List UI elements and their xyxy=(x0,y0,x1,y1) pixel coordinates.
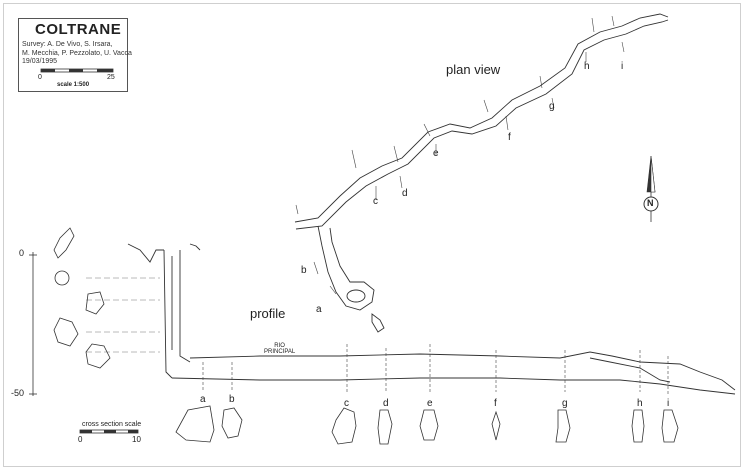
plan-section-h: h xyxy=(584,61,590,72)
plan-view-label: plan view xyxy=(446,62,501,77)
cross-section-f: f xyxy=(494,398,497,409)
plan-section-d: d xyxy=(402,188,408,199)
cross-section-a: a xyxy=(200,394,206,405)
depth-tick-minus-50: -50 xyxy=(11,388,25,398)
plan-section-b: b xyxy=(301,265,307,276)
shaft-cross-sections xyxy=(53,227,111,369)
plan-section-e: e xyxy=(433,148,439,159)
passage-cross-sections xyxy=(175,405,679,445)
plan-section-i: i xyxy=(621,61,624,72)
sheet-frame xyxy=(3,3,741,467)
plan-section-c: c xyxy=(373,196,378,207)
cross-section-scale-tick-10: 10 xyxy=(132,435,141,444)
map-scale-bar xyxy=(40,68,114,73)
cross-section-b: b xyxy=(229,394,235,405)
cross-section-c: c xyxy=(344,398,349,409)
plan-view-passage xyxy=(294,13,669,333)
survey-credits: Survey: A. De Vivo, S. Irsara, M. Mecchi… xyxy=(22,41,132,66)
depth-axis xyxy=(29,252,37,396)
scale-tick-0: 0 xyxy=(38,74,42,81)
cross-section-e: e xyxy=(427,398,433,409)
profile-label: profile xyxy=(250,306,286,321)
cross-section-i: i xyxy=(667,398,670,409)
cross-section-scale-bar xyxy=(79,429,139,434)
cross-section-h: h xyxy=(637,398,643,409)
survey-info-box: COLTRANE Survey: A. De Vivo, S. Irsara, … xyxy=(18,18,132,92)
depth-tick-0: 0 xyxy=(19,248,25,258)
plan-section-g: g xyxy=(549,101,555,112)
plan-view-section-ticks xyxy=(295,15,625,295)
profile-passage xyxy=(127,243,736,395)
profile-section-ticks xyxy=(202,344,669,394)
river-label: RIO PRINCIPAL xyxy=(264,343,296,355)
north-letter: N xyxy=(647,198,654,208)
cross-section-scale-label: cross section scale xyxy=(82,421,142,428)
cross-section-g: g xyxy=(562,398,568,409)
scale-label: scale 1:500 xyxy=(57,82,90,88)
scale-tick-25: 25 xyxy=(107,74,115,81)
plan-section-a: a xyxy=(316,304,322,315)
depth-guide-lines xyxy=(86,277,160,353)
survey-title: COLTRANE xyxy=(35,21,122,38)
cross-section-d: d xyxy=(383,398,389,409)
plan-section-f: f xyxy=(508,132,511,143)
cross-section-scale-tick-0: 0 xyxy=(78,435,83,444)
north-arrow-icon xyxy=(643,155,659,222)
